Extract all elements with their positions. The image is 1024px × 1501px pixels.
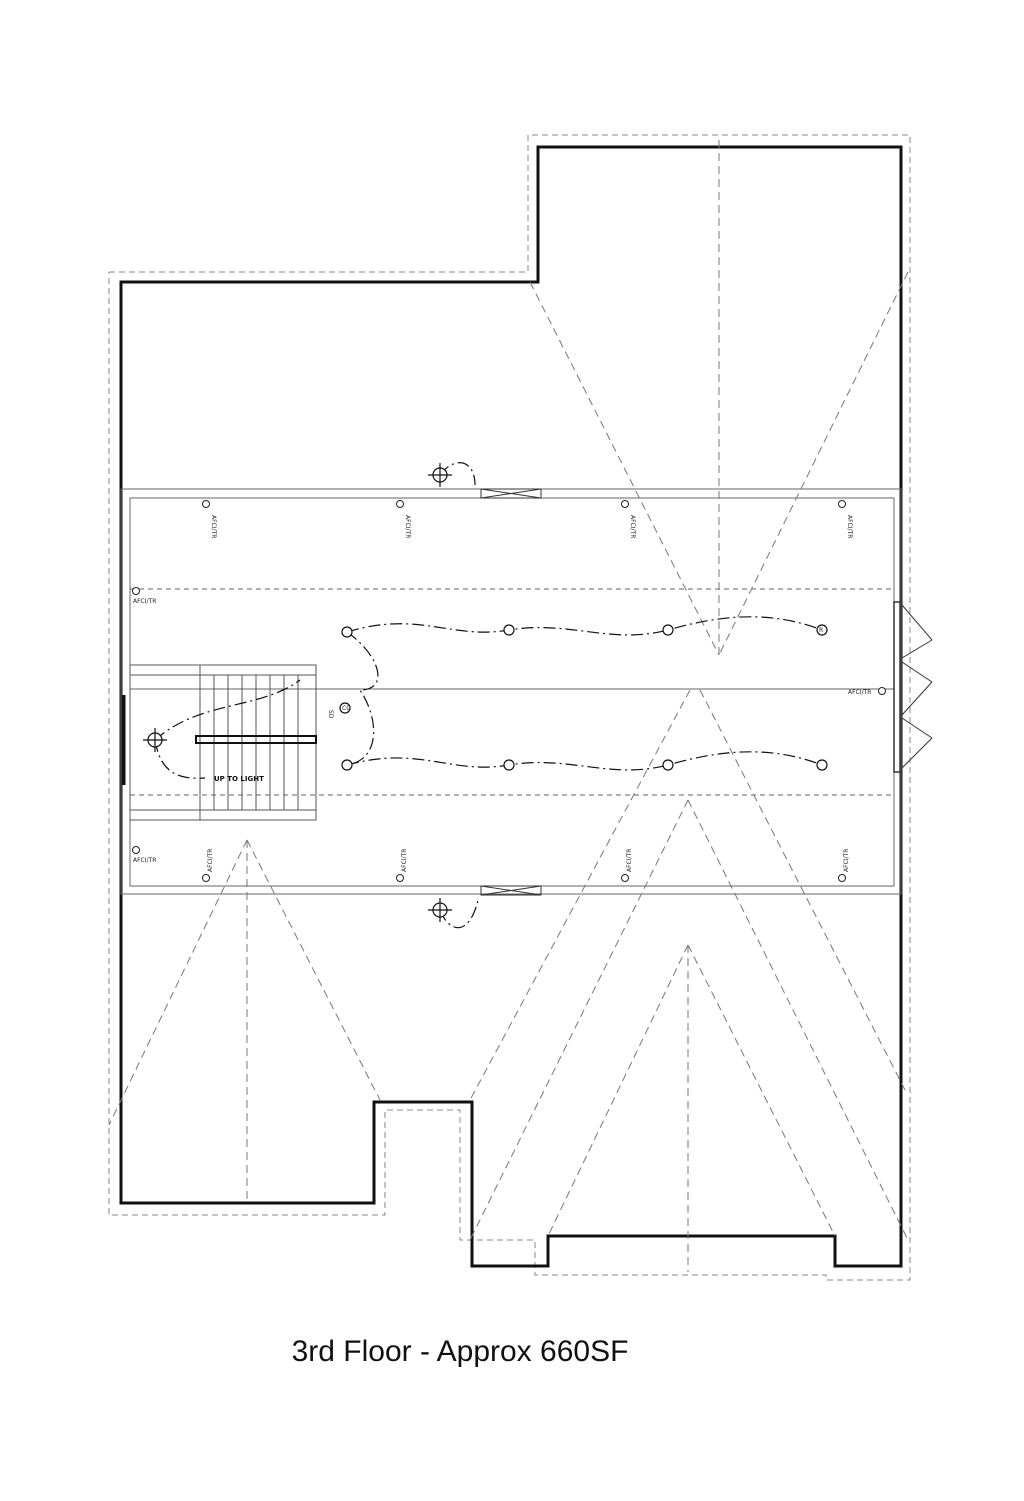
- outlet-label: AFCI/TR: [133, 598, 156, 605]
- smoke-detector-label: SD: [327, 710, 334, 719]
- receptacle-label: R: [819, 627, 823, 634]
- outlets: [132, 500, 886, 882]
- stair-label: UP TO LIGHT: [214, 775, 264, 783]
- floor-caption: 3rd Floor - Approx 660SF: [291, 1335, 629, 1368]
- outlet-label: AFCI/TR: [846, 515, 853, 538]
- outlet-label: AFCI/TR: [626, 849, 633, 872]
- stair: [122, 664, 317, 821]
- roof-ridge-lines: [108, 140, 909, 1272]
- dormer-walls: [120, 488, 902, 895]
- outlet-label: AFCI/TR: [848, 689, 871, 696]
- outlet-label: AFCI/TR: [133, 857, 156, 864]
- roof-overhang-outline: [108, 134, 911, 1281]
- exterior-walls: [119, 145, 903, 1268]
- outlet-labels: AFCI/TR AFCI/TR AFCI/TR AFCI/TR AFCI/TR …: [133, 515, 871, 872]
- windows: [480, 488, 933, 896]
- co-detector-label: CO: [342, 705, 351, 712]
- outlet-label: AFCI/TR: [207, 849, 214, 872]
- outlet-label: AFCI/TR: [404, 515, 411, 538]
- outlet-label: AFCI/TR: [210, 515, 217, 538]
- outlet-label: AFCI/TR: [629, 515, 636, 538]
- outlet-label: AFCI/TR: [401, 849, 408, 872]
- switch-wiring: [154, 462, 823, 929]
- outlet-label: AFCI/TR: [843, 849, 850, 872]
- ceiling-lights: [143, 463, 828, 922]
